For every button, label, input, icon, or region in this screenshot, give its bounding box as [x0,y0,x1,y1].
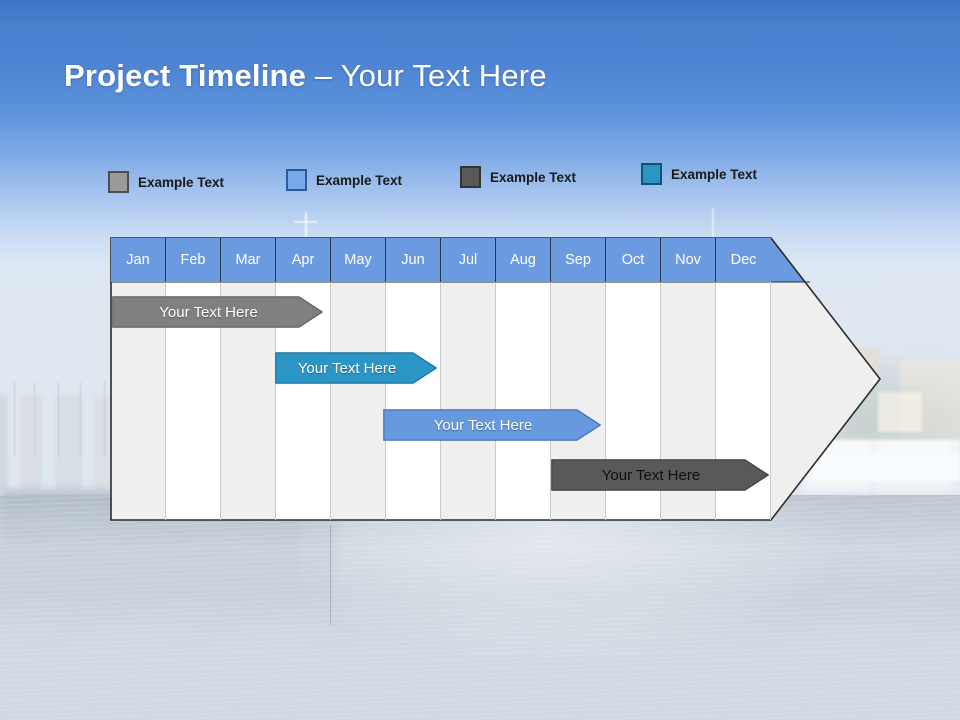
legend-swatch-icon [108,171,129,193]
legend-item-label: Example Text [138,174,225,190]
timeline-grid-lines [111,282,771,520]
month-header-apr[interactable]: Apr [276,238,331,282]
month-header-aug[interactable]: Aug [496,238,551,282]
grid-column-jan [111,282,166,520]
month-header-oct[interactable]: Oct [606,238,661,282]
grid-column-dec [716,282,771,520]
month-header-feb[interactable]: Feb [166,238,221,282]
background-water-glow [300,500,860,670]
timeline-bar-2[interactable]: Your Text Here [275,352,437,384]
timeline-bar-label: Your Text Here [297,359,397,377]
timeline-bar-label: Your Text Here [159,303,258,321]
month-header-dec[interactable]: Dec [716,238,771,282]
timeline-bar-3[interactable]: Your Text Here [383,409,601,441]
month-header-nov[interactable]: Nov [661,238,716,282]
timeline-bar-shape [275,352,437,384]
background-building-c [878,392,922,432]
background-water [0,495,960,720]
background-pole [330,525,331,625]
background-mast-center [294,212,318,242]
legend-item-label: Example Text [490,169,577,185]
month-header-mar[interactable]: Mar [221,238,276,282]
background-water-shimmer [0,495,960,720]
legend-item[interactable]: Example Text [460,166,576,188]
timeline-bar-4[interactable]: Your Text Here [551,459,769,491]
grid-column-oct [606,282,661,520]
timeline-bar-shape [383,409,601,441]
month-header-sep[interactable]: Sep [551,238,606,282]
timeline-bar-label: Your Text Here [601,466,701,484]
legend-item[interactable]: Example Text [286,169,402,191]
grid-column-apr [276,282,331,520]
timeline-bar-shape [112,296,323,328]
grid-column-aug [496,282,551,520]
page-title-light: Your Text Here [340,58,547,93]
page-title-separator: – [306,58,341,93]
legend-swatch-icon [460,166,481,188]
legend-swatch-icon [286,169,307,191]
timeline-bar-1[interactable]: Your Text Here [112,296,323,328]
background-mast-right [712,208,714,242]
month-header-jul[interactable]: Jul [441,238,496,282]
grid-column-may [331,282,386,520]
grid-column-sep [551,282,606,520]
legend-item[interactable]: Example Text [641,163,757,185]
grid-column-jun [386,282,441,520]
timeline-column-stripes [111,238,880,520]
background-yachts-secondary [812,455,960,481]
grid-column-nov [661,282,716,520]
page-title-strong: Project Timeline [64,58,307,93]
grid-column-jul [441,282,496,520]
month-header-jun[interactable]: Jun [386,238,441,282]
timeline-bar-label: Your Text Here [433,416,533,434]
grid-column-mar [221,282,276,520]
timeline-bar-shape [551,459,769,491]
legend-item-label: Example Text [316,172,403,188]
legend-item[interactable]: Example Text [108,171,224,193]
legend-swatch-icon [641,163,662,185]
month-header-jan[interactable]: Jan [111,238,166,282]
page-title: Project Timeline – Your Text Here [64,58,547,94]
legend-item-label: Example Text [671,166,758,182]
grid-column-feb [166,282,221,520]
month-header-may[interactable]: May [331,238,386,282]
